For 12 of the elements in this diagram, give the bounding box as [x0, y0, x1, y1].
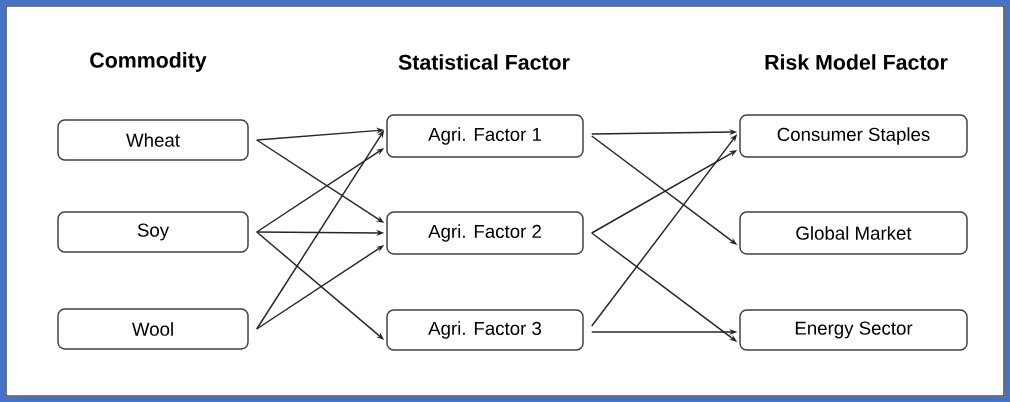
factor-box: Agri. Factor 3	[386, 309, 584, 351]
factor-box: Global Market	[739, 211, 968, 255]
column-heading: Commodity	[90, 52, 207, 72]
factor-box: Energy Sector	[739, 309, 968, 351]
column-heading: Risk Model Factor	[765, 54, 948, 70]
factor-box: Agri. Factor 2	[386, 211, 584, 255]
factor-box: Consumer Staples	[739, 114, 968, 158]
factor-box: Soy	[57, 211, 249, 253]
factor-box: Wool	[57, 308, 249, 350]
factor-box: Agri. Factor 1	[386, 114, 584, 158]
factor-box: Wheat	[57, 119, 249, 161]
column-heading: Statistical Factor	[398, 54, 570, 70]
